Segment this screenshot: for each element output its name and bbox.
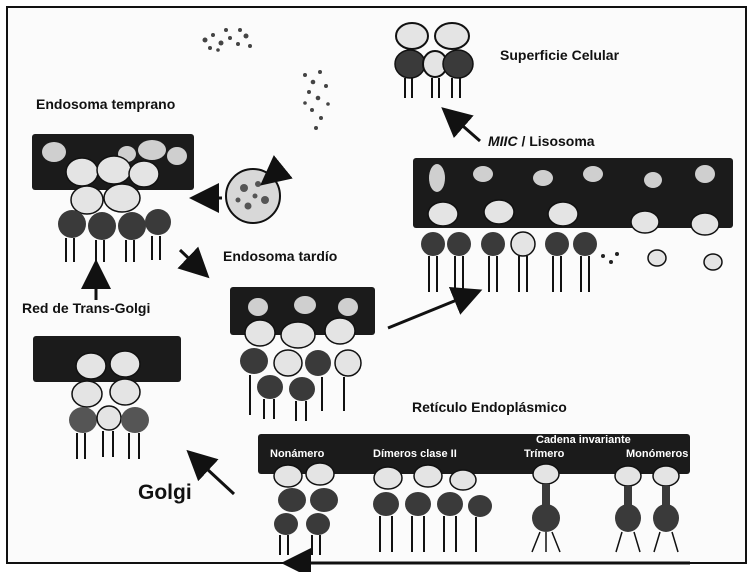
trans-golgi-molecules [33, 336, 181, 464]
late-endosome-molecules [230, 287, 375, 427]
early-endosome-molecules [32, 134, 194, 266]
peptide-cluster-mid [303, 70, 330, 130]
er-molecules [258, 458, 690, 558]
label-cadena-invariante: Cadena invariante [536, 434, 631, 446]
arrow-er-to-golgi [193, 456, 234, 494]
surface-mhc-molecules [390, 18, 490, 118]
arrow-late-to-miic [388, 293, 474, 328]
peptide-cluster-top [203, 28, 253, 52]
miic-molecules [413, 158, 733, 298]
